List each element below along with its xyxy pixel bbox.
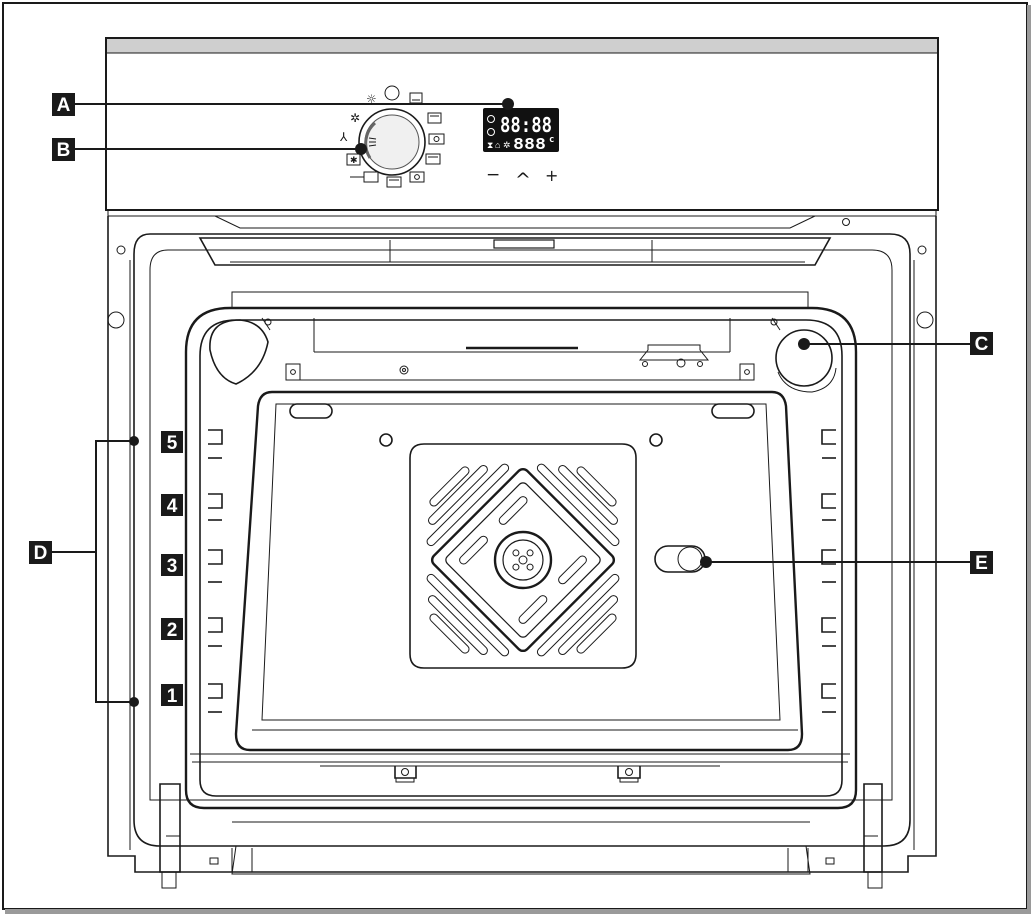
side-light-left	[209, 319, 269, 385]
mount-hole-left-side	[107, 311, 125, 329]
callout-c-badge	[970, 332, 993, 355]
up-button[interactable]: ^	[515, 169, 531, 191]
digital-display: ⧗ ⌂ ✲ 88:88 888 c	[483, 108, 559, 153]
function-knob[interactable]	[358, 108, 426, 176]
pizza-icon	[346, 153, 361, 166]
callout-b-badge	[52, 138, 75, 161]
shelf-level-2-badge	[161, 618, 183, 640]
rear-sensor	[654, 545, 706, 573]
defrost-icon: ✲	[350, 111, 360, 125]
side-light-right	[775, 329, 833, 387]
clock-icon	[487, 115, 495, 123]
display-temperature: 888	[513, 135, 546, 153]
shelf-level-2: 2	[167, 620, 178, 641]
fan-status-icon: ✲	[503, 140, 511, 150]
shelf-level-1: 1	[167, 686, 178, 707]
mount-hole-right-side	[917, 245, 927, 255]
callout-a-badge	[52, 93, 75, 116]
top-bottom-heat-icon	[425, 153, 441, 165]
top-vent	[493, 239, 555, 249]
shelf-level-4: 4	[167, 496, 178, 517]
lock-icon: ⌂	[495, 140, 500, 150]
shelf-level-4-badge	[161, 494, 183, 516]
shelf-level-5-badge	[161, 431, 183, 453]
shelf-runners-left	[208, 429, 223, 713]
mount-hole-right-top	[842, 218, 850, 226]
shelf-level-1-badge	[161, 684, 183, 706]
frame-shadow-right	[1027, 5, 1031, 912]
shelf-runners-right	[821, 429, 836, 713]
hinge-right	[863, 783, 883, 873]
timer-icon	[487, 128, 495, 136]
callout-e-label: E	[975, 553, 988, 574]
plus-button[interactable]: +	[545, 166, 558, 185]
display-unit: c	[549, 135, 554, 145]
control-panel	[105, 37, 939, 217]
mount-hole-left-top	[116, 245, 126, 255]
shelf-level-3-badge	[161, 554, 183, 576]
callout-e-dot	[700, 556, 712, 568]
fan-icon: ⅄	[339, 130, 348, 144]
callout-b-dot	[355, 143, 367, 155]
callout-c-dot	[798, 338, 810, 350]
grill-icon	[427, 112, 442, 124]
knob-function-icons: ☼ ✲ ⅄ ✱	[339, 85, 445, 188]
minus-button[interactable]: −	[486, 165, 500, 185]
fan-grille	[426, 463, 620, 657]
shelf-level-3: 3	[167, 556, 178, 577]
svg-text:✱: ✱	[350, 156, 358, 166]
fan-bottom-icon	[409, 171, 425, 183]
oven-body	[107, 215, 937, 889]
callout-d-bracket	[95, 440, 134, 703]
light-icon: ☼	[366, 92, 377, 106]
fan-grill-icon	[428, 133, 445, 145]
shelf-level-5: 5	[167, 433, 178, 454]
callout-e-badge	[970, 551, 993, 574]
eco-heat-icon	[386, 176, 402, 188]
frame-shadow-bottom	[5, 909, 1031, 914]
fan-cover	[409, 443, 637, 669]
callout-a-label: A	[57, 95, 71, 116]
hourglass-icon: ⧗	[487, 140, 493, 150]
hinge-left	[159, 783, 181, 873]
callout-d-label: D	[34, 543, 48, 564]
callout-a-dot	[502, 98, 514, 110]
callout-b-label: B	[57, 140, 71, 161]
callout-c-label: C	[975, 334, 989, 355]
mount-hole-right-side-2	[916, 311, 934, 329]
off-position-icon	[384, 85, 400, 101]
back-wall	[234, 390, 804, 752]
callout-d-badge	[29, 541, 52, 564]
display-time: 88:88	[500, 113, 552, 137]
